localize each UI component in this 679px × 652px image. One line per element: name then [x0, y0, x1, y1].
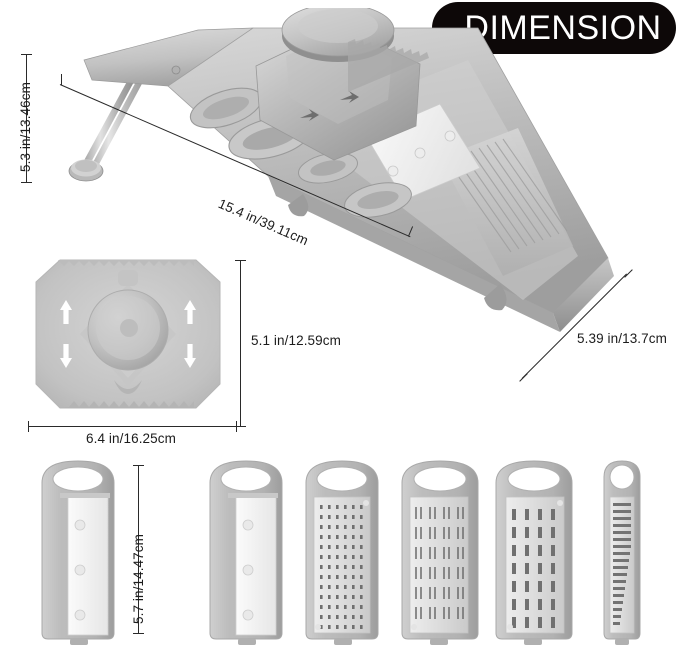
blade-height-dimension-label: 5.7 in/14.47cm [131, 534, 146, 624]
holder-width-dimension-line [28, 426, 236, 427]
blade-attachments-row [0, 455, 679, 647]
serrated-edge [348, 39, 429, 92]
holder-height-dimension-label: 5.1 in/12.59cm [251, 333, 341, 348]
blade-height-tick-top [133, 465, 144, 466]
blade-height-tick-bottom [133, 633, 144, 634]
holder-serration-bottom [58, 401, 194, 408]
blade-fine-grater [305, 460, 379, 645]
holder-height-tick-top [235, 260, 246, 261]
dimension-badge-label: DIMENSION [464, 9, 662, 47]
food-holder-illustration [28, 252, 228, 417]
blade-coarse-shred [495, 460, 573, 645]
holder-arrows [60, 300, 196, 368]
arrow-up-left [60, 300, 72, 324]
blade-julienne-narrow [603, 460, 641, 645]
holder-width-tick-left [28, 421, 29, 432]
holder-width-tick-right [236, 421, 237, 432]
height-dimension-tick-top [21, 54, 32, 55]
slicer-deck [83, 8, 614, 332]
mandoline-slicer-illustration [48, 8, 628, 378]
width-dimension-label: 5.39 in/13.7cm [577, 331, 667, 346]
holder-width-dimension-label: 6.4 in/16.25cm [86, 431, 176, 446]
height-dimension-label: 5.3 in/13.46cm [18, 82, 33, 172]
holder-height-tick-bottom [235, 426, 246, 427]
height-dimension-tick-bottom [21, 182, 32, 183]
holder-serration-top [58, 260, 194, 266]
blade-straight-2 [209, 460, 283, 645]
folding-leg [68, 76, 144, 182]
holder-height-dimension-line [240, 260, 241, 426]
blade-ring-stack [189, 87, 412, 218]
blade-height-dimension-line [138, 465, 139, 633]
blade-straight-1 [41, 460, 115, 645]
blade-medium-shred [401, 460, 479, 645]
arrow-up-right [184, 300, 196, 324]
height-dimension-line [26, 54, 27, 182]
arrow-down-left [60, 344, 72, 368]
length-dimension-tick-start [61, 74, 62, 85]
arrow-down-right [184, 344, 196, 368]
